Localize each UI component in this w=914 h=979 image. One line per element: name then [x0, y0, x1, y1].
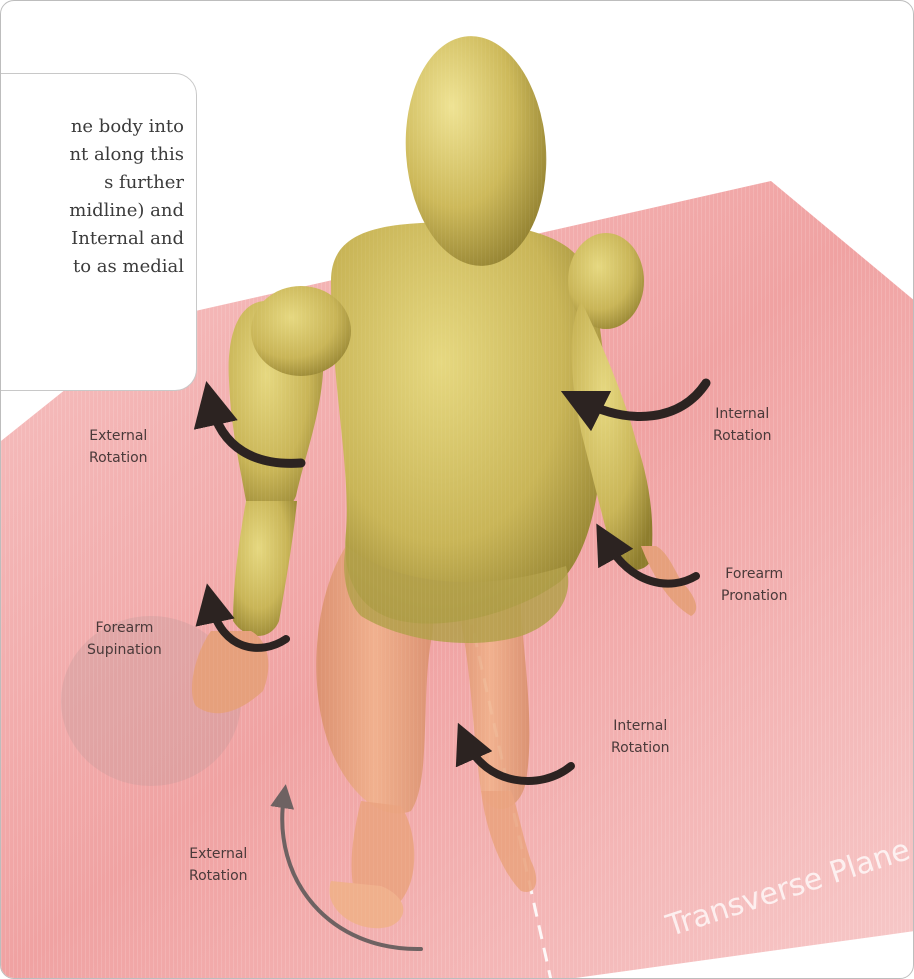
callout-line: Internal and — [71, 226, 184, 252]
callout-line: midline) and — [69, 198, 184, 224]
callout-line: ne body into — [71, 114, 184, 140]
callout-line: to as medial — [73, 254, 184, 280]
description-callout: ne body into nt along this s further mid… — [0, 73, 197, 391]
callout-line: nt along this — [69, 142, 184, 168]
callout-line: s further — [104, 170, 184, 196]
